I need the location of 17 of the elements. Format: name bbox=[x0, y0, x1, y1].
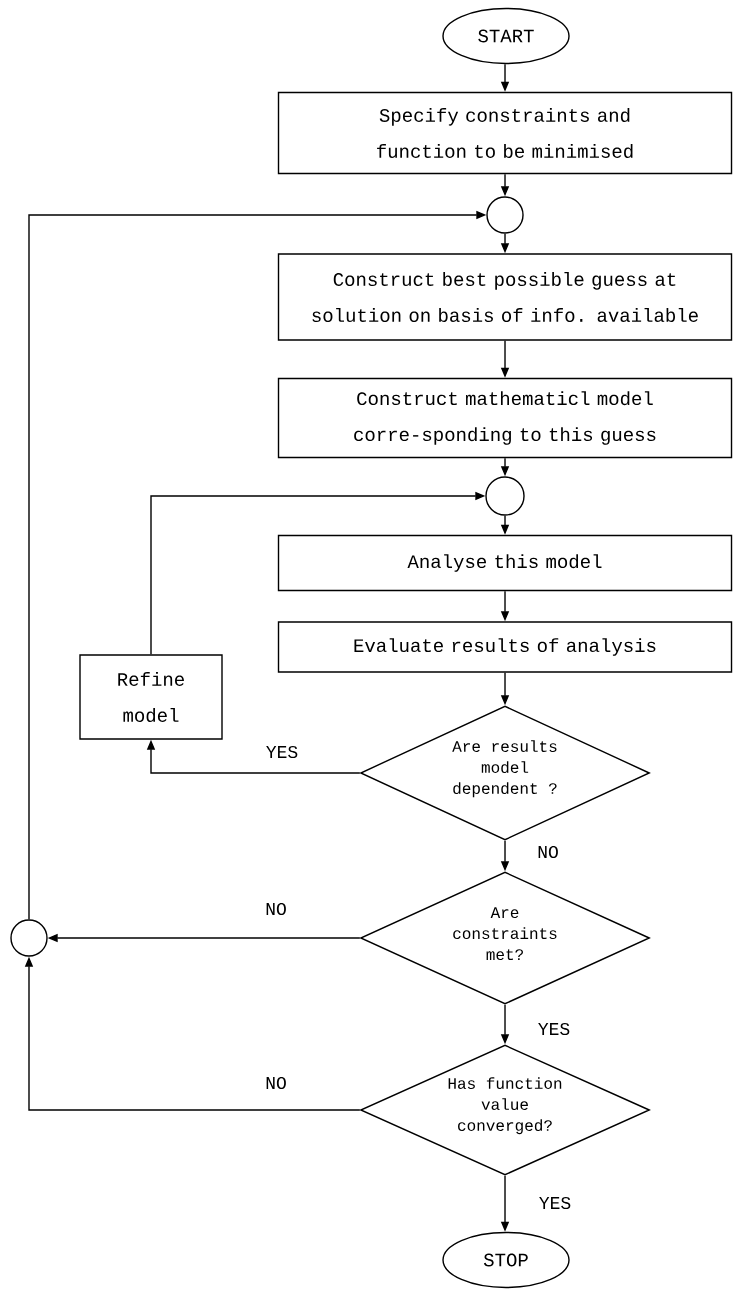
edge-label: NO bbox=[266, 1076, 286, 1090]
connector-circle bbox=[10, 919, 48, 957]
terminal-oval: START bbox=[442, 7, 570, 65]
process-box: Evaluate results of analysis bbox=[277, 621, 733, 673]
process-box: Construct best possible guess at solution on basis of info. available bbox=[277, 253, 733, 341]
edge-label: NO bbox=[538, 845, 558, 859]
edge-label: YES bbox=[266, 745, 298, 759]
connector-circle bbox=[486, 196, 524, 234]
terminal-oval: STOP bbox=[442, 1231, 570, 1289]
edge-label: NO bbox=[266, 902, 286, 916]
edge-label: YES bbox=[538, 1022, 570, 1036]
process-box: Construct mathematicl model corre-sponding to this guess bbox=[277, 377, 733, 459]
edge-label: YES bbox=[539, 1196, 571, 1210]
process-box: Analyse this model bbox=[277, 534, 733, 592]
process-box: Refine model bbox=[79, 654, 223, 740]
connector-circle bbox=[485, 476, 525, 516]
process-box: Specify constraints and function to be minimised bbox=[277, 91, 733, 175]
